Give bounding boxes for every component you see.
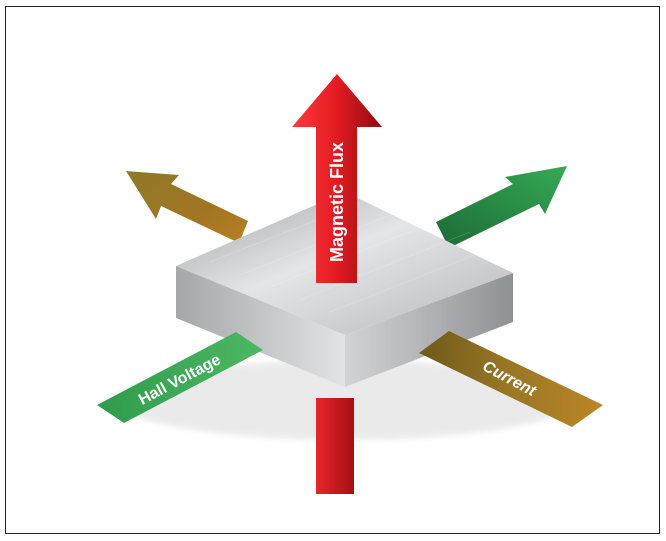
magnetic-flux-arrow-bottom <box>316 398 354 494</box>
hall-voltage-arrow <box>97 332 263 423</box>
hall-voltage-arrow-back <box>436 166 567 248</box>
magnetic-flux-label: Magnetic Flux <box>327 142 347 262</box>
current-arrow <box>419 331 603 427</box>
current-arrow-back <box>126 171 248 243</box>
magnetic-flux-arrow <box>292 74 382 283</box>
plate-left-face <box>176 266 345 387</box>
plate-right-face <box>345 273 513 387</box>
